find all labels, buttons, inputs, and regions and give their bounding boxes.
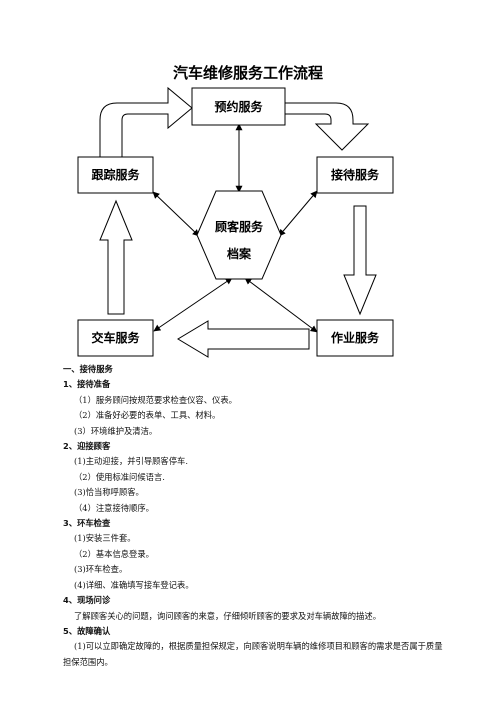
node-reception (316, 156, 394, 194)
list-item: (3)恰当称呼顾客。 (74, 487, 144, 498)
node-archive-label-line2: 档案 (227, 246, 252, 261)
subsection-title: 4、现场问诊 (63, 595, 111, 606)
list-item: （2）基本信息登录。 (74, 548, 154, 559)
diagram-title: 汽车维修服务工作流程 (173, 64, 323, 82)
curved-arrow-booking-to-reception (284, 102, 370, 151)
node-delivery (77, 319, 154, 357)
node-operation-label: 作业服务 (331, 330, 380, 345)
subsection-title: 3、环车检查 (63, 518, 111, 529)
list-item: (3）环境维护及清洁。 (74, 425, 158, 436)
node-archive-label-line1: 顾客服务 (215, 219, 264, 234)
block-arrow-delivery-to-followup (99, 199, 133, 315)
subsection-title: 5、故障确认 (63, 625, 111, 636)
node-booking-label: 预约服务 (214, 99, 263, 114)
connector-operation-archive (244, 277, 318, 333)
paragraph: 了解顾客关心的问题，询问顾客的来意，仔细倾听顾客的要求及对车辆故障的描述。 (74, 610, 381, 621)
list-item: (1)安装三件套。 (74, 533, 136, 544)
block-arrow-reception-to-operation (343, 205, 377, 316)
node-customer-archive (196, 190, 282, 280)
node-operation (316, 319, 394, 357)
list-item: （2）准备好必要的表单、工具、材料。 (74, 410, 221, 421)
block-arrow-operation-to-delivery (177, 320, 310, 358)
connector-followup-archive (152, 191, 200, 237)
list-item: (3)环车检查。 (74, 564, 128, 575)
node-reception-label: 接待服务 (331, 167, 380, 182)
paragraph: (1)可以立即确定故障的，根据质量担保规定，向顾客说明车辆的维修项目和顾客的需求… (63, 641, 443, 667)
service-flow-diagram: 汽车维修服务工作流程 预约服务 跟踪服务 接待服务 顾客服务 档案 交 (77, 64, 394, 358)
subsection-title: 1、接待准备 (63, 379, 111, 390)
subsection-title: 2、迎接顾客 (63, 441, 111, 452)
list-item: (4)详细、准确填写接车登记表。 (74, 579, 194, 590)
list-item: （4）注意接待顺序。 (74, 502, 154, 513)
node-delivery-label: 交车服务 (91, 330, 140, 345)
curved-arrow-followup-to-booking (99, 86, 193, 159)
node-booking (191, 87, 286, 126)
connector-reception-archive (278, 190, 318, 237)
list-item: （2）使用标准问候语言. (74, 471, 165, 482)
process-notes: 一、接待服务 1、接待准备 （1）服务顾问按规范要求检查仪容、仪表。 （2）准备… (63, 362, 443, 670)
section-title: 一、接待服务 (63, 364, 113, 374)
list-item: (1)主动迎接，并引导顾客停车. (74, 456, 188, 467)
connector-delivery-archive (153, 277, 233, 332)
node-followup-label: 跟踪服务 (91, 167, 140, 182)
node-followup (77, 156, 154, 194)
list-item: （1）服务顾问按规范要求检查仪容、仪表。 (74, 394, 237, 405)
